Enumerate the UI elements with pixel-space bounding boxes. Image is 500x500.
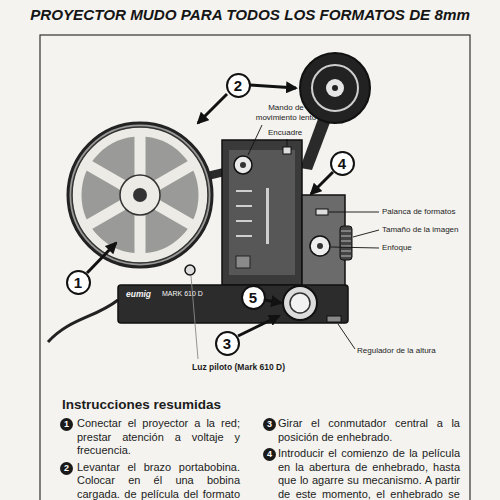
callout-number: 1 bbox=[66, 270, 91, 295]
part-label: Enfoque bbox=[382, 243, 412, 253]
leader-lines bbox=[191, 125, 379, 359]
instruction-text: Levantar el brazo portabobina. Colocar e… bbox=[77, 461, 240, 500]
front-reel bbox=[68, 123, 224, 267]
page-frame bbox=[40, 35, 470, 500]
part-label: Luz piloto (Mark 610 D) bbox=[192, 362, 285, 372]
callout-number: 3 bbox=[215, 331, 240, 356]
page-title: PROYECTOR MUDO PARA TODOS LOS FORMATOS D… bbox=[30, 6, 470, 23]
power-cable bbox=[48, 300, 118, 342]
callout-number: 5 bbox=[241, 285, 266, 310]
bullet-number: 4 bbox=[263, 448, 276, 461]
part-label: Tamaño de la imagen bbox=[382, 225, 459, 235]
callout-number: 4 bbox=[330, 151, 355, 176]
part-label: Regulador de la altura bbox=[357, 346, 436, 356]
callout-arrows bbox=[87, 85, 333, 336]
bullet-number: 2 bbox=[60, 462, 73, 475]
callout-text: 3 bbox=[223, 336, 231, 351]
projector-body bbox=[118, 140, 352, 323]
instruction-text: Girar el conmutador central a la posició… bbox=[278, 417, 460, 444]
part-label: Encuadre bbox=[268, 128, 302, 138]
bullet-number: 1 bbox=[60, 418, 73, 431]
section-heading: Instrucciones resumidas bbox=[62, 397, 221, 413]
instruction-text: Introducir el comienzo de la película en… bbox=[278, 447, 460, 500]
bullet-number: 3 bbox=[263, 418, 276, 431]
part-label: Mando de movimiento lento bbox=[247, 103, 325, 122]
callout-text: 2 bbox=[234, 78, 242, 93]
part-label: Palanca de formatos bbox=[382, 207, 455, 217]
callout-text: 4 bbox=[338, 156, 346, 171]
brand-name: eumig bbox=[126, 289, 151, 299]
callout-text: 5 bbox=[249, 290, 257, 305]
model-name: MARK 610 D bbox=[162, 290, 203, 298]
callout-text: 1 bbox=[74, 275, 82, 290]
instruction-text: Conectar el proyector a la red; prestar … bbox=[77, 417, 240, 458]
callout-number: 2 bbox=[226, 73, 251, 98]
